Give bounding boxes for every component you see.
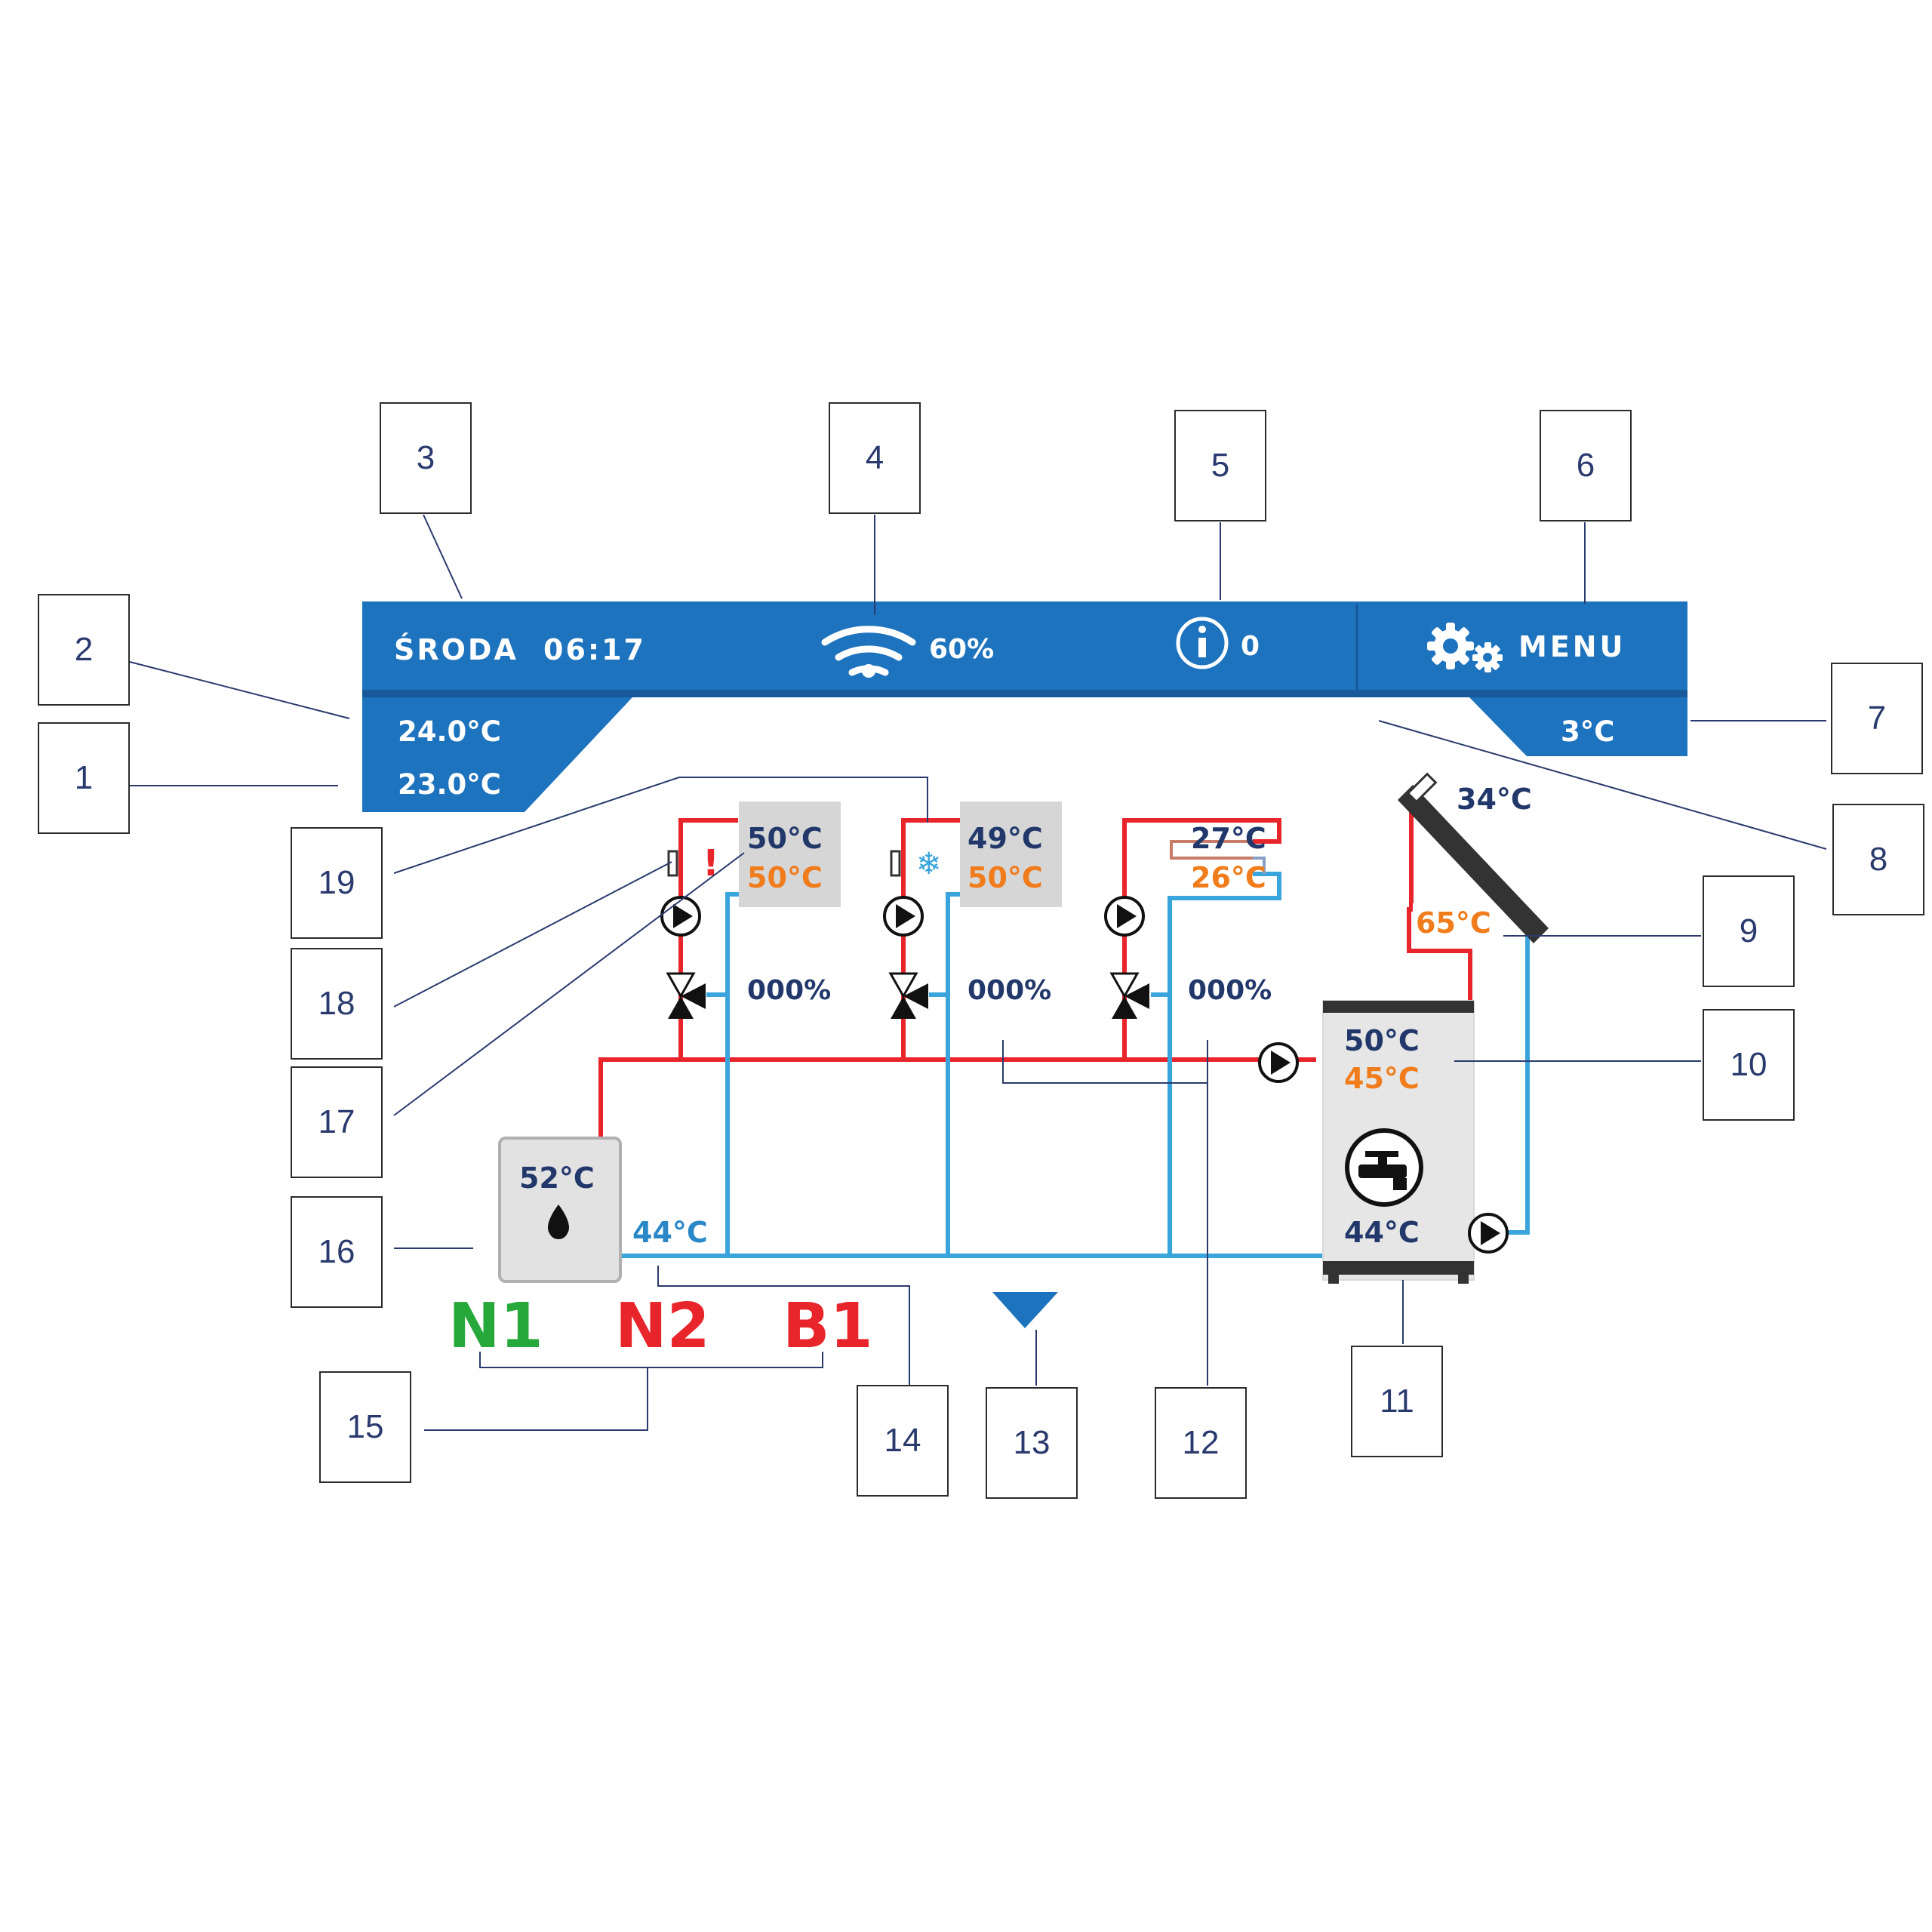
callout-12: 12 bbox=[1155, 1387, 1247, 1499]
boiler-return-temp: 44°C bbox=[632, 1216, 708, 1249]
collector-sensor-icon bbox=[1406, 772, 1438, 804]
info-count: 0 bbox=[1241, 631, 1260, 662]
time-label: 06:17 bbox=[543, 633, 646, 666]
heating-circuit-1: 50°C 50°C ! 000% bbox=[660, 801, 841, 1019]
callout-13: 13 bbox=[986, 1387, 1078, 1499]
circuit1-temp-set: 50°C bbox=[747, 861, 823, 894]
module-b1[interactable]: B1 bbox=[783, 1291, 873, 1362]
mixing-valve-icon-3[interactable] bbox=[1109, 972, 1149, 1019]
tank-set-temp: 45°C bbox=[1344, 1062, 1420, 1095]
day-label: ŚRODA bbox=[394, 633, 518, 666]
callout-6: 6 bbox=[1540, 410, 1632, 521]
faucet-icon bbox=[1345, 1128, 1423, 1207]
pump-icon-3[interactable] bbox=[1104, 896, 1145, 937]
scroll-down-arrow-icon[interactable] bbox=[992, 1292, 1058, 1328]
circuit1-temp-current: 50°C bbox=[747, 822, 823, 855]
circuit1-valve-opening: 000% bbox=[747, 975, 831, 1006]
tank-bottom-temp: 44°C bbox=[1344, 1216, 1420, 1249]
module-indicators: N1 N2 B1 bbox=[448, 1291, 873, 1362]
tank-top-cap bbox=[1323, 1001, 1474, 1013]
radiator-icon-1[interactable] bbox=[739, 801, 841, 907]
boiler: 52°C 44°C bbox=[498, 1137, 708, 1283]
outdoor-temp-panel[interactable] bbox=[1469, 697, 1687, 756]
gear-icon[interactable] bbox=[1427, 623, 1503, 672]
room-temp-current: 24.0°C bbox=[398, 715, 501, 748]
pump-icon-2[interactable] bbox=[883, 896, 924, 937]
tank-top-temp: 50°C bbox=[1344, 1024, 1420, 1057]
circuit2-valve-opening: 000% bbox=[968, 975, 1051, 1006]
callout-16: 16 bbox=[291, 1196, 383, 1308]
circuit3-temp-current: 27°C bbox=[1191, 822, 1266, 855]
callout-10: 10 bbox=[1703, 1009, 1795, 1121]
circuit2-temp-current: 49°C bbox=[968, 822, 1043, 855]
solar-return-temp: 65°C bbox=[1416, 906, 1491, 940]
callout-7: 7 bbox=[1831, 663, 1923, 774]
info-icon[interactable] bbox=[1176, 617, 1229, 669]
solar-pump-icon[interactable] bbox=[1468, 1213, 1509, 1254]
pump-icon-1[interactable] bbox=[660, 896, 701, 937]
tank-bottom-cap bbox=[1323, 1261, 1474, 1275]
callout-15: 15 bbox=[319, 1371, 411, 1483]
wifi-strength-label: 60% bbox=[929, 634, 994, 665]
mixing-valve-icon-2[interactable] bbox=[888, 972, 928, 1019]
callout-3: 3 bbox=[380, 402, 472, 514]
flame-drop-icon bbox=[547, 1204, 570, 1240]
callout-leader-lines bbox=[129, 514, 1827, 1431]
callout-19: 19 bbox=[291, 827, 383, 939]
circuit2-temp-set: 50°C bbox=[968, 861, 1043, 894]
floor-heating-icon[interactable] bbox=[1170, 840, 1266, 874]
callout-1: 1 bbox=[38, 722, 130, 834]
outdoor-temp: 3°C bbox=[1561, 715, 1614, 748]
hot-water-tank: 50°C 45°C 44°C bbox=[1322, 1000, 1475, 1284]
mixing-valve-icon-1[interactable] bbox=[666, 972, 706, 1019]
module-n2[interactable]: N2 bbox=[615, 1291, 710, 1362]
callout-2: 2 bbox=[38, 594, 130, 706]
callout-14: 14 bbox=[857, 1385, 949, 1497]
callout-18: 18 bbox=[291, 948, 383, 1060]
heating-circuit-3: 27°C 26°C 000% bbox=[1104, 822, 1272, 1019]
module-n1[interactable]: N1 bbox=[448, 1291, 543, 1362]
solar-collector: 34°C 65°C bbox=[1398, 772, 1549, 943]
circuit2-frost-icon: ❄ bbox=[916, 847, 942, 881]
callout-17: 17 bbox=[291, 1066, 383, 1178]
cold-pipes bbox=[620, 872, 1530, 1258]
status-bar-divider bbox=[362, 690, 1687, 697]
callout-11: 11 bbox=[1351, 1346, 1443, 1457]
room-temp-set: 23.0°C bbox=[398, 768, 501, 801]
circuit3-valve-opening: 000% bbox=[1188, 975, 1272, 1006]
solar-panel-icon[interactable] bbox=[1398, 785, 1549, 943]
boiler-temp: 52°C bbox=[519, 1161, 595, 1195]
room-temp-panel[interactable] bbox=[362, 697, 632, 812]
callout-9: 9 bbox=[1703, 875, 1795, 987]
dhw-pump-icon[interactable] bbox=[1258, 1042, 1299, 1083]
top-status-bar: ŚRODA 06:17 60% 0 bbox=[362, 601, 1687, 812]
menu-button[interactable]: MENU bbox=[1518, 630, 1626, 663]
collector-temp: 34°C bbox=[1457, 783, 1532, 816]
thermostat-icon-2 bbox=[890, 850, 901, 877]
wifi-icon[interactable] bbox=[821, 626, 916, 678]
callout-8: 8 bbox=[1832, 804, 1924, 915]
radiator-icon-2[interactable] bbox=[960, 801, 1062, 907]
callout-5: 5 bbox=[1174, 410, 1266, 521]
circuit3-temp-set: 26°C bbox=[1191, 861, 1266, 894]
callout-4: 4 bbox=[829, 402, 921, 514]
return-temp-bg bbox=[1413, 903, 1496, 940]
heating-circuit-2: 49°C 50°C ❄ 000% bbox=[883, 801, 1062, 1019]
